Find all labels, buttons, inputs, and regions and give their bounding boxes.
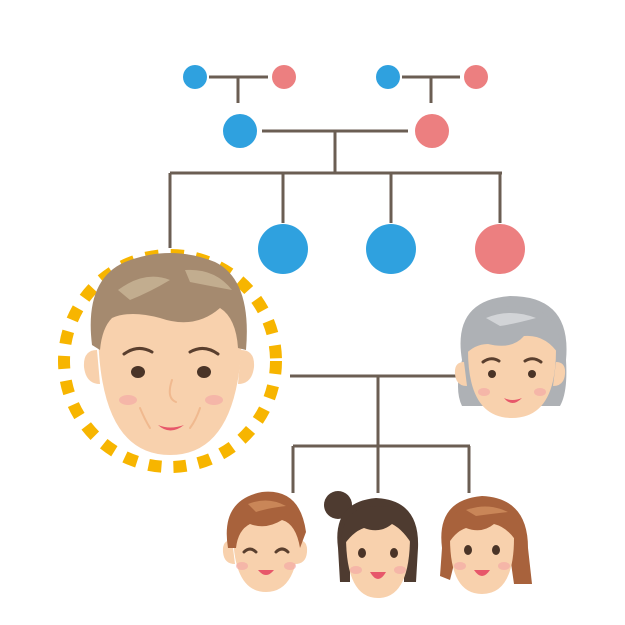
child-girl-left-cheek	[454, 562, 466, 570]
great-grandfather-2-node	[376, 65, 400, 89]
great-grandfather-1-node	[183, 65, 207, 89]
elderly-man-avatar	[83, 253, 255, 455]
elderly-man-nose	[168, 379, 177, 403]
child-girl-bun-face	[346, 514, 410, 598]
child-girl-bun-avatar	[324, 491, 419, 598]
elderly-woman-mouth	[504, 398, 522, 403]
elderly-woman-face	[468, 322, 556, 418]
child-girl-bun-left-cheek	[350, 566, 362, 574]
child-girl-right-cheek	[498, 562, 510, 570]
child-girl-bun-mouth	[370, 572, 386, 579]
grandmother-node	[415, 114, 449, 148]
elderly-woman-right-brow	[523, 357, 543, 364]
child-girl-bun-right-eye	[390, 548, 398, 558]
child-boy-right-cheek	[284, 562, 296, 570]
elderly-woman-left-eye	[488, 370, 496, 378]
elderly-man-right-ear	[238, 350, 255, 384]
elderly-woman-left-brow	[481, 357, 501, 364]
elderly-woman-right-cheek	[534, 388, 546, 396]
elderly-man-wrinkle-left	[139, 407, 151, 429]
elderly-man-left-ear	[83, 350, 100, 384]
child-girl-hair-highlight	[466, 506, 508, 516]
child-girl-avatar	[440, 496, 532, 594]
child-girl-bun-left-eye	[358, 548, 366, 558]
child-girl-mouth	[474, 570, 490, 576]
great-grandmother-2-node	[464, 65, 488, 89]
elderly-woman-left-cheek	[478, 388, 490, 396]
elderly-woman-right-ear	[553, 362, 566, 386]
elderly-man-right-cheek	[205, 395, 223, 405]
child-boy-hair	[226, 491, 306, 548]
couple-line-ggp-left	[209, 75, 268, 103]
elderly-woman-left-ear	[454, 362, 467, 386]
elderly-man-face	[98, 290, 242, 455]
couple-line-grandparents	[262, 129, 408, 173]
child-boy-mouth	[258, 570, 274, 575]
elderly-man-mouth	[158, 425, 184, 431]
connector-lines	[168, 75, 502, 493]
child-boy-left-eye	[242, 547, 258, 554]
elderly-man-left-cheek	[119, 395, 137, 405]
couple-line-ggp-right	[402, 75, 460, 103]
sibling-3-node	[475, 224, 525, 274]
great-grandmother-1-node	[272, 65, 296, 89]
child-boy-avatar	[222, 491, 308, 592]
child-boy-right-eye	[274, 547, 290, 554]
child-girl-bun-right-cheek	[394, 566, 406, 574]
child-boy-face	[233, 506, 299, 592]
child-girl-bangs	[445, 504, 521, 548]
elderly-woman-avatar	[454, 296, 567, 418]
focus-person-group	[58, 249, 282, 473]
elderly-man-right-brow	[188, 347, 220, 356]
grandfather-node	[223, 114, 257, 148]
sibling-1-node	[258, 224, 308, 274]
child-boy-left-cheek	[236, 562, 248, 570]
elderly-man-right-eye	[197, 366, 211, 378]
child-girl-face	[450, 514, 514, 594]
child-girl-left-eye	[464, 545, 472, 555]
highlight-ring	[58, 249, 282, 473]
child-boy-hair-highlight	[248, 500, 286, 512]
elderly-man-left-brow	[122, 347, 154, 356]
elderly-man-hair-highlight	[118, 269, 232, 300]
sibling-2-node	[366, 224, 416, 274]
child-girl-right-eye	[492, 545, 500, 555]
elderly-man-wrinkle-right	[189, 407, 201, 429]
couple-line-focus	[290, 374, 456, 446]
elderly-woman-hair-highlight	[486, 313, 536, 326]
elderly-woman-right-eye	[528, 370, 536, 378]
elderly-man-left-eye	[131, 366, 145, 378]
child-girl-bun-bangs	[341, 506, 415, 548]
